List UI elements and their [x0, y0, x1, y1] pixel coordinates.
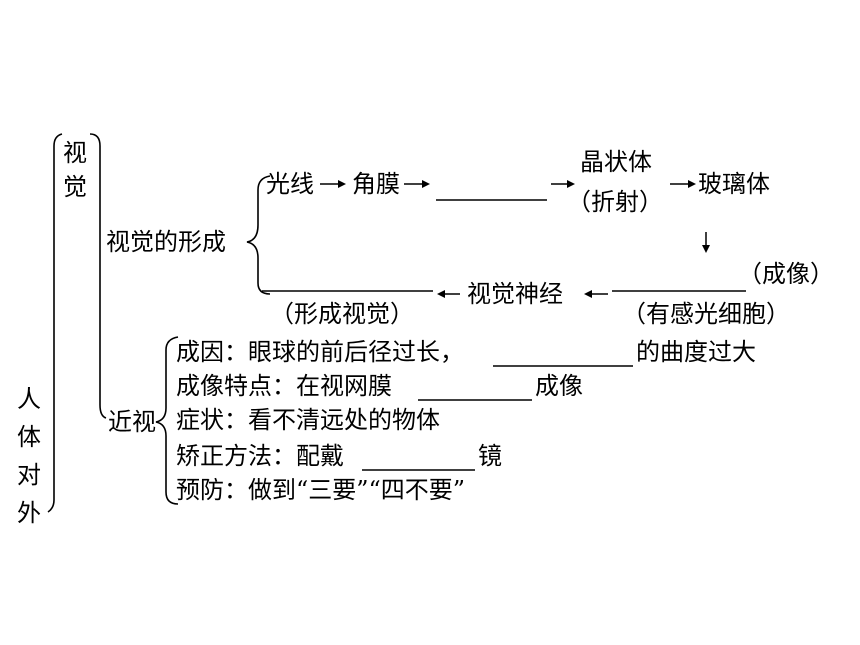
side-label: 人 体 对 外: [16, 380, 42, 532]
note-lens-refraction: （折射）: [567, 188, 663, 216]
node-vitreous: 玻璃体: [698, 170, 770, 198]
myopia-symptom: 症状：看不清远处的物体: [176, 406, 440, 434]
brace-outer: [47, 133, 63, 513]
myopia-prevention: 预防：做到“三要”“四不要”: [176, 476, 466, 504]
arrow-light-cornea: [338, 180, 346, 188]
arrow-cornea-blank: [422, 180, 430, 188]
myopia-feature: 成像特点：在视网膜: [176, 372, 392, 400]
note-photoreceptor: （有感光细胞）: [622, 300, 790, 328]
branch-myopia: 近视: [108, 408, 156, 436]
arrow-lens-vitreous: [688, 180, 696, 188]
node-optic-nerve: 视觉神经: [467, 280, 563, 308]
arrow-vitreous-retina: [702, 245, 710, 253]
top-char: 觉: [63, 173, 87, 201]
myopia-correction-tail: 镜: [478, 442, 502, 470]
brace-formation: [246, 175, 271, 295]
branch-vision-formation: 视觉的形成: [106, 228, 226, 256]
note-form-vision: （形成视觉）: [270, 300, 414, 328]
brace-vision-group: [89, 133, 107, 419]
note-imaging: （成像）: [738, 260, 834, 288]
brace-myopia: [155, 336, 179, 505]
myopia-correction: 矫正方法：配戴: [176, 442, 344, 470]
node-lens: 晶状体: [580, 148, 652, 176]
side-char: 体: [17, 423, 41, 451]
node-light: 光线: [266, 170, 314, 198]
node-cornea: 角膜: [352, 170, 400, 198]
side-char: 人: [17, 385, 41, 413]
side-char: 外: [17, 499, 41, 527]
myopia-feature-tail: 成像: [535, 372, 583, 400]
arrow-blank-lens: [567, 180, 575, 188]
side-char: 对: [17, 461, 41, 489]
arrow-retina-nerve: [584, 290, 592, 298]
myopia-cause-tail: 的曲度过大: [636, 338, 756, 366]
top-char: 视: [63, 139, 87, 167]
myopia-cause: 成因：眼球的前后径过长，: [176, 338, 464, 366]
arrow-nerve-cerebral: [437, 290, 445, 298]
top-label: 视 觉: [62, 136, 88, 204]
